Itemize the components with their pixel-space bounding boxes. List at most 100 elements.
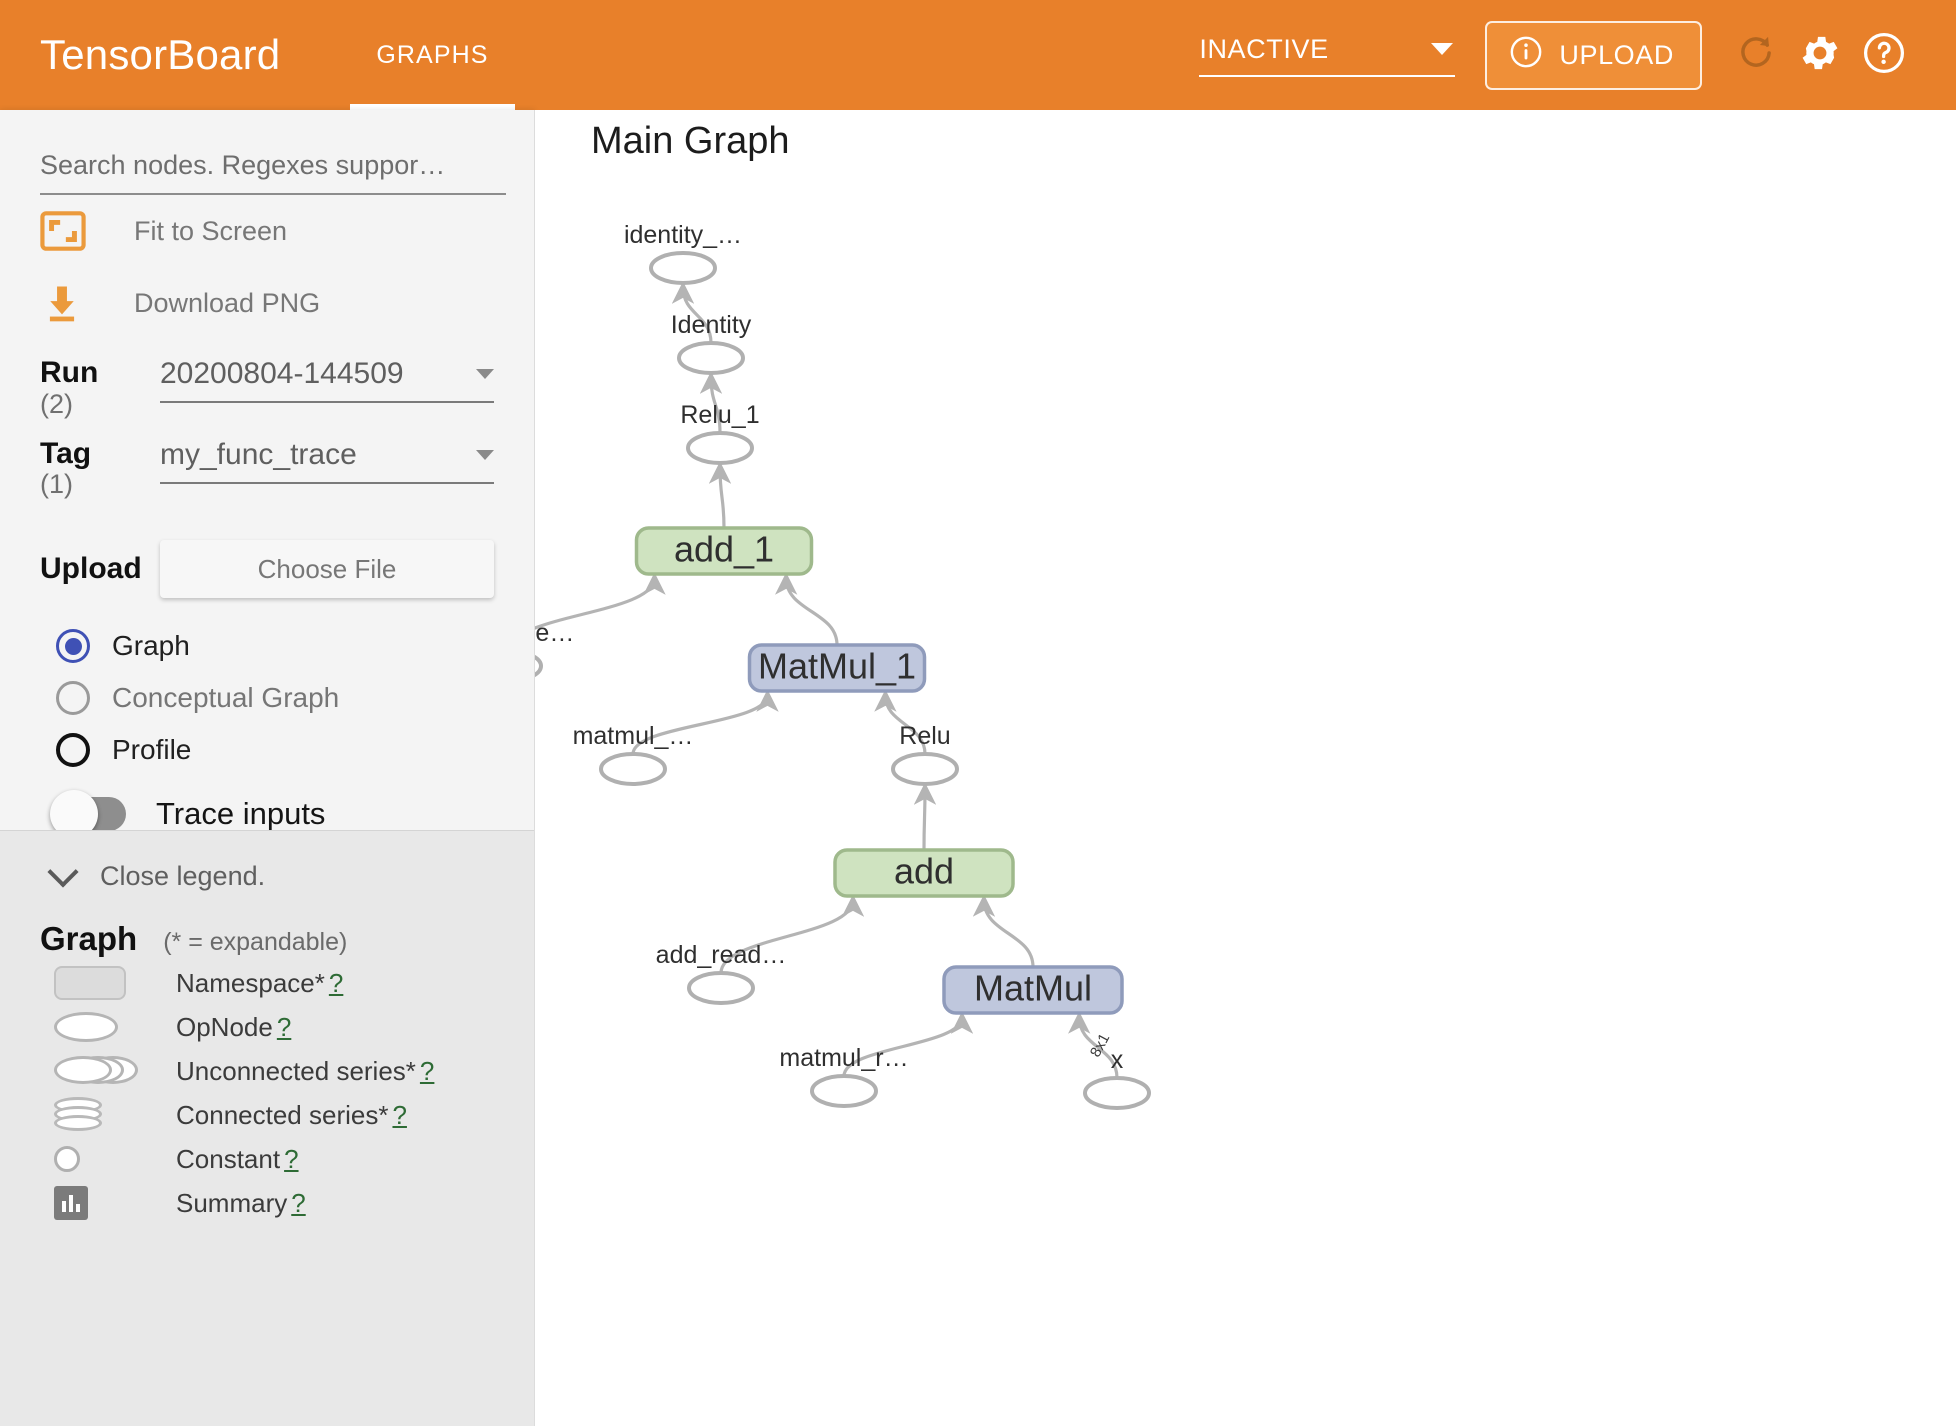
legend-item-label: Constant? <box>176 1143 299 1174</box>
graph-node-Identity[interactable]: Identity <box>671 311 752 375</box>
namespace-node-shape <box>942 965 1124 1015</box>
help-link[interactable]: ? <box>276 1011 292 1042</box>
close-legend-label: Close legend. <box>100 861 266 891</box>
node-label: Identity <box>671 311 752 339</box>
tag-label-block: Tag (1) <box>40 437 160 501</box>
graph-node-add[interactable]: add <box>833 848 1015 898</box>
graph-node-matmul_read1[interactable]: matmul_… <box>573 722 694 786</box>
legend-item-namespace: Namespace*? <box>40 964 494 1002</box>
graph-node-add_read[interactable]: add_read… <box>656 941 787 1005</box>
choose-file-button[interactable]: Choose File <box>160 540 494 598</box>
run-selector[interactable]: Run (2) 20200804-144509 <box>40 357 494 420</box>
info-icon <box>1509 35 1543 76</box>
legend-panel: Close legend. Graph (* = expandable) Nam… <box>0 830 534 1426</box>
summary-swatch-icon <box>40 1186 150 1220</box>
toggle-switch-off-icon <box>50 790 126 838</box>
graph-node-Relu_1[interactable]: Relu_1 <box>680 401 760 465</box>
graph-node-add_1[interactable]: add_1 <box>634 526 814 576</box>
node-label: MatMul <box>974 968 1092 1009</box>
node-label: x <box>1111 1046 1124 1074</box>
download-png-label: Download PNG <box>134 287 321 318</box>
settings-button[interactable] <box>1788 23 1852 87</box>
graph-edges: 8x1 <box>535 281 1119 1079</box>
node-label: add_read… <box>656 941 787 969</box>
run-status-dropdown[interactable]: INACTIVE <box>1199 34 1456 77</box>
legend-note: (* = expandable) <box>163 928 348 956</box>
toggle-trace-inputs-label: Trace inputs <box>156 796 326 831</box>
node-label: matmul_r… <box>779 1044 908 1072</box>
chevron-down-icon <box>476 449 494 460</box>
graph-node-identity_out[interactable]: identity_… <box>624 221 742 285</box>
tab-graphs[interactable]: GRAPHS <box>350 0 515 110</box>
legend-item-unconnected-series: Unconnected series*? <box>40 1052 494 1090</box>
fit-to-screen-button[interactable]: Fit to Screen <box>40 195 494 267</box>
reload-icon <box>1735 32 1777 79</box>
op-node-shape <box>687 971 755 1005</box>
legend-item-opnode: OpNode? <box>40 1008 494 1046</box>
namespace-node-shape <box>833 848 1015 898</box>
op-node-shape <box>535 654 543 678</box>
upload-label: Upload <box>40 552 142 585</box>
run-select-field[interactable]: 20200804-144509 <box>160 357 494 403</box>
legend-item-label: Connected series*? <box>176 1099 407 1130</box>
unconnected-series-swatch-icon <box>40 1055 150 1087</box>
node-label: add_1_re… <box>535 619 574 647</box>
radio-conceptual-graph[interactable]: Conceptual Graph <box>56 672 494 724</box>
constant-swatch-icon <box>40 1146 150 1172</box>
radio-unselected-icon <box>56 681 90 715</box>
help-link[interactable]: ? <box>284 1143 299 1174</box>
reload-button[interactable] <box>1724 23 1788 87</box>
graph-edge <box>708 461 732 529</box>
tag-selector[interactable]: Tag (1) my_func_trace <box>40 437 494 501</box>
search-input[interactable] <box>40 146 506 195</box>
graph-node-x[interactable]: x <box>1083 1046 1151 1110</box>
help-button[interactable] <box>1852 23 1916 87</box>
nav-tabs: GRAPHS <box>350 0 515 110</box>
graph-edge <box>972 894 1035 968</box>
radio-profile-label: Profile <box>112 734 192 765</box>
upload-row: Upload Choose File <box>40 540 494 598</box>
node-label: add <box>894 851 954 892</box>
tab-graphs-label: GRAPHS <box>376 40 489 69</box>
namespace-node-shape <box>634 526 814 576</box>
upload-button[interactable]: UPLOAD <box>1485 20 1702 90</box>
download-icon <box>40 281 104 325</box>
radio-graph[interactable]: Graph <box>56 620 494 672</box>
download-png-button[interactable]: Download PNG <box>40 267 494 339</box>
graph-edge <box>631 689 779 755</box>
tag-select-field[interactable]: my_func_trace <box>160 438 494 484</box>
op-node-shape <box>599 752 667 786</box>
close-legend-button[interactable]: Close legend. <box>40 856 494 892</box>
op-node-shape <box>677 341 745 375</box>
help-link[interactable]: ? <box>328 967 344 998</box>
help-link[interactable]: ? <box>419 1055 435 1086</box>
graph-node-MatMul[interactable]: MatMul <box>942 965 1124 1015</box>
fit-to-screen-icon <box>40 211 104 251</box>
graph-edge <box>842 1011 974 1077</box>
graph-node-Relu[interactable]: Relu <box>891 722 959 786</box>
radio-graph-label: Graph <box>112 630 190 661</box>
graph-edge <box>535 572 666 630</box>
help-icon <box>1861 30 1907 81</box>
op-node-shape <box>810 1074 878 1108</box>
tag-count: (1) <box>40 469 73 499</box>
graph-node-add_1_read[interactable]: add_1_re… <box>535 619 574 681</box>
graph-type-radio-group: Graph Conceptual Graph Profile <box>40 620 494 776</box>
tag-value: my_func_trace <box>160 437 357 471</box>
node-label: MatMul_1 <box>758 646 916 687</box>
legend-item-connected-series: Connected series*? <box>40 1096 494 1134</box>
graph-edge <box>699 371 723 434</box>
help-link[interactable]: ? <box>392 1099 407 1130</box>
node-label: Relu_1 <box>680 401 759 429</box>
graph-node-matmul_read[interactable]: matmul_r… <box>779 1044 909 1108</box>
graph-node-MatMul_1[interactable]: MatMul_1 <box>747 643 927 693</box>
help-link[interactable]: ? <box>291 1187 306 1218</box>
sidebar: Fit to Screen Download PNG Run (2) <box>0 110 535 1426</box>
header-right: INACTIVE UPLOAD <box>1199 20 1956 90</box>
brand-title: TensorBoard <box>40 31 281 78</box>
radio-profile[interactable]: Profile <box>56 724 494 776</box>
app-header: TensorBoard GRAPHS INACTIVE UPLOAD <box>0 0 1956 110</box>
